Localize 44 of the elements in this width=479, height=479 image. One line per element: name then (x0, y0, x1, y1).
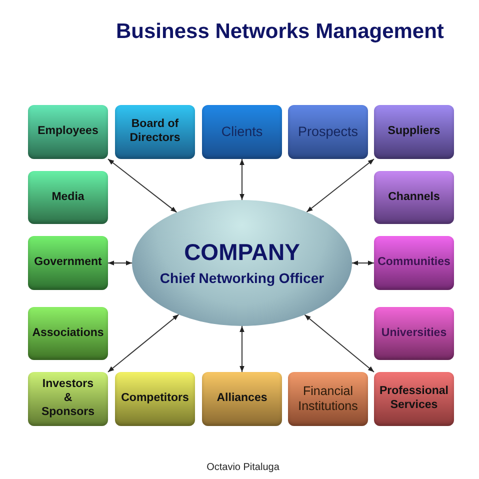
double-headed-arrow (352, 260, 374, 266)
box-label: Channels (388, 190, 440, 204)
box-label: Investors & Sponsors (40, 378, 96, 420)
box-label: Board of Directors (128, 118, 182, 146)
box-label: Alliances (216, 392, 268, 406)
category-box (288, 105, 368, 159)
box-label: Universities (381, 326, 447, 340)
double-headed-arrow (108, 158, 178, 213)
category-box (28, 236, 108, 290)
double-headed-arrow (108, 260, 132, 266)
box-label: Clients (221, 124, 263, 140)
box-label: Government (34, 256, 102, 270)
category-box (202, 372, 282, 426)
category-box (28, 372, 108, 426)
double-headed-arrow (240, 158, 244, 200)
box-label: Media (52, 190, 84, 204)
category-box (115, 105, 195, 159)
category-box (374, 236, 454, 290)
category-box (28, 105, 108, 159)
category-box (374, 105, 454, 159)
category-box (28, 307, 108, 360)
box-label: Suppliers (388, 125, 440, 139)
category-box (28, 171, 108, 224)
company-subtitle: Chief Networking Officer (160, 270, 324, 287)
box-label: Prospects (298, 124, 358, 140)
box-label: Competitors (121, 392, 189, 406)
category-box (288, 372, 368, 426)
company-heading: COMPANY (184, 239, 300, 267)
box-label: Communities (378, 256, 450, 270)
double-headed-arrow (304, 314, 374, 372)
category-box (115, 372, 195, 426)
box-label: Associations (32, 326, 104, 340)
box-label: Employees (38, 125, 98, 139)
double-headed-arrow (306, 158, 374, 213)
double-headed-arrow (240, 326, 244, 372)
category-box (202, 105, 282, 159)
category-box (374, 372, 454, 426)
category-box (374, 171, 454, 224)
author-name: Octavio Pitaluga (206, 462, 280, 473)
category-box (374, 307, 454, 360)
box-label: Financial Institutions (297, 384, 359, 414)
box-label: Professional Services (378, 385, 450, 413)
double-headed-arrow (108, 314, 180, 372)
title: Business Networks Management (116, 20, 444, 44)
